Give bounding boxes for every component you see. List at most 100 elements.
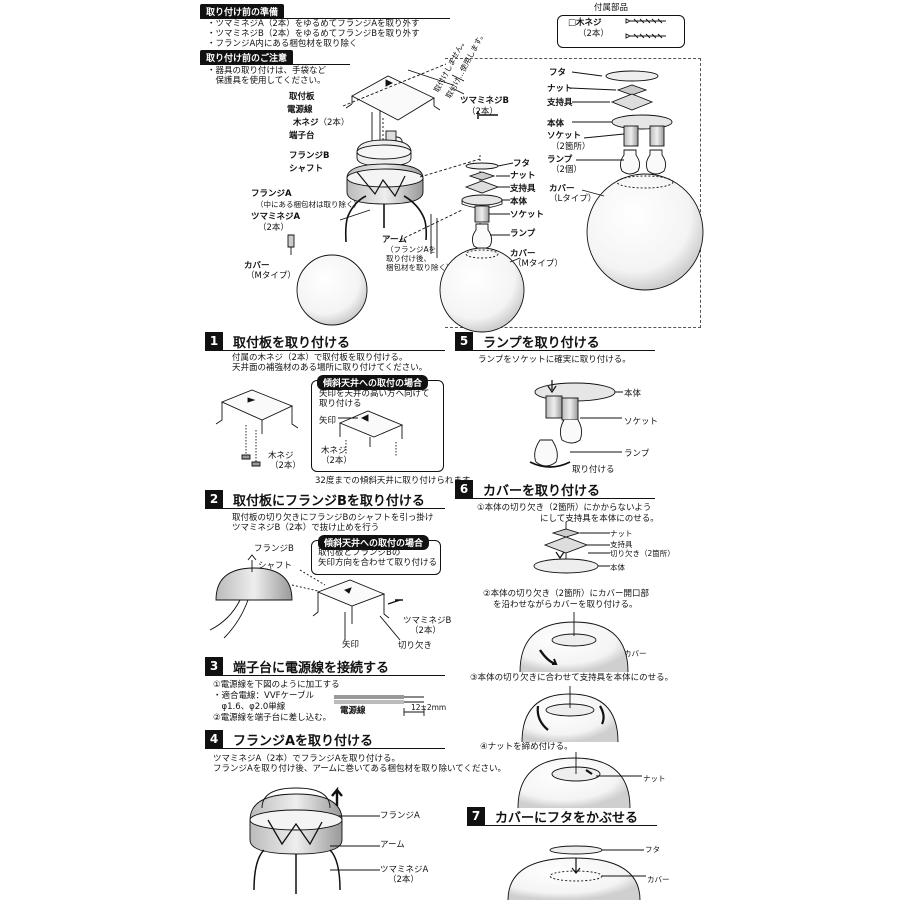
step-3-line-4: ②電源線を端子台に差し込む。 [213, 713, 332, 723]
label-flange-b: フランジB [289, 151, 330, 161]
arm-icon [344, 195, 428, 243]
cover-l-globe-icon [586, 173, 704, 291]
step-6-cover-icon-1 [519, 612, 629, 673]
caution-rule [200, 64, 350, 65]
label-power-cable: 電源線 [287, 105, 313, 115]
m-label-nut: ナット [510, 171, 536, 181]
step-2-slope-header: 傾斜天井への取付の場合 [318, 535, 430, 550]
step-2-arrow-label: 矢印 [342, 640, 360, 650]
step-3-line-3: φ1.6、φ2.0単線 [213, 702, 286, 712]
step-1-plate-icon [215, 389, 299, 467]
step-2-slope-line-1: 取付板とフランジBの [318, 548, 401, 558]
label-knob-b: ツマミネジB [460, 96, 509, 106]
step-3-cable-icon [334, 695, 425, 716]
label-arm-note-1: （フランジAを [386, 245, 437, 254]
step-1-arrow-label: 矢印 [319, 416, 337, 426]
step-3-rule [205, 675, 445, 676]
step-1-wood-screw-left: 木ネジ [268, 451, 294, 461]
m-lid-icon [465, 162, 499, 170]
parts-title: 付属部品 [594, 3, 629, 13]
step-6-cover-icon-2 [521, 686, 619, 743]
l-support-icon [610, 93, 654, 111]
l-label-body: 本体 [547, 119, 565, 129]
m-label-lid: フタ [513, 159, 531, 169]
step-3-cable-label: 電源線 [340, 706, 366, 716]
label-wood-screw: 木ネジ（2本） [293, 118, 349, 129]
step-6-cover-icon-3 [517, 752, 642, 809]
wood-screw-icon [625, 18, 666, 39]
m-label-support: 支持具 [510, 184, 536, 194]
caution-header: 取り付け前のご注意 [200, 50, 294, 65]
step-1-heading: 1 取付板を取り付ける [205, 332, 350, 351]
step-4-heading: 4 フランジAを取り付ける [205, 730, 374, 749]
flange-a-icon [346, 163, 424, 205]
step-4-rule [205, 748, 445, 749]
step-1-number: 1 [205, 332, 223, 350]
step-2-title: 取付板にフランジBを取り付ける [233, 493, 425, 509]
label-arm-note-3: 梱包材を取り除く） [386, 263, 454, 272]
parts-qty: （2本） [578, 29, 609, 39]
label-shaft: シャフト [289, 164, 324, 174]
step-3-line-1: ①電源線を下図のように加工する [213, 680, 340, 690]
step-6-rule [455, 498, 655, 499]
step-2-slope-line-2: 矢印方向を合わせて取り付ける [318, 558, 438, 568]
step-7-rule [467, 825, 657, 826]
l-label-lamp-qty: （2個） [551, 165, 582, 175]
step-6-s2-line-1: ②本体の切り欠き（2箇所）にカバー開口部 [483, 589, 650, 599]
step-7-heading: 7 カバーにフタをかぶせる [467, 807, 638, 826]
step-4-knob-a-qty: （2本） [388, 875, 419, 885]
step-1-slope-line-2: 取り付ける [319, 399, 362, 409]
step-6-support-icon [533, 522, 610, 574]
step-1-slope-plate-icon [338, 410, 404, 456]
step-2-knob-b-label: ツマミネジB [403, 616, 452, 626]
prep-header: 取り付け前の準備 [200, 4, 285, 19]
step-4-knob-a-label: ツマミネジA [380, 865, 429, 875]
step-4-line-1: ツマミネジA（2本）でフランジAを取り付ける。 [213, 754, 401, 764]
step-1-slope-header: 傾斜天井への取付の場合 [317, 375, 429, 390]
prep-rule [200, 18, 450, 19]
step-6-s2-cover: カバー [624, 649, 647, 658]
step-7-cover: カバー [647, 875, 670, 884]
step-2-number: 2 [205, 490, 223, 508]
step-6-s3: ③本体の切り欠きに合わせて支持具を本体にのせる。 [470, 673, 674, 683]
step-3-strip-label: 12±2mm [411, 703, 447, 712]
m-nut-icon [468, 171, 496, 181]
step-5-number: 5 [455, 332, 473, 350]
caution-line-1: ・器具の取り付けは、手袋など [207, 66, 327, 76]
step-2-heading: 2 取付板にフランジBを取り付ける [205, 490, 425, 509]
step-6-s2-line-2: を沿わせながらカバーを取り付ける。 [493, 600, 638, 610]
m-label-lamp: ランプ [510, 229, 536, 239]
step-5-body-label: 本体 [624, 389, 642, 399]
step-1-wood-screw-label: 木ネジ [321, 446, 347, 456]
knob-b-step2-icon [387, 599, 403, 605]
label-wood-screw-text: 木ネジ [293, 118, 319, 128]
l-label-lid: フタ [549, 68, 567, 78]
step-2-shaft-label: シャフト [258, 561, 293, 571]
step-1-slope-line-1: 矢印を天井の高い方へ向けて [319, 389, 430, 399]
step-5-title: ランプを取り付ける [483, 335, 600, 351]
l-label-nut: ナット [547, 84, 573, 94]
step-7-number: 7 [467, 807, 485, 825]
step-2-line-1: 取付板の切り欠きにフランジBのシャフトを引っ掛け [232, 513, 434, 523]
step-7-lid: フタ [645, 845, 660, 854]
step-2-notch-label: 切り欠き [398, 641, 433, 651]
step-1-rule [205, 350, 445, 351]
step-5-line: ランプをソケットに確実に取り付ける。 [478, 355, 631, 365]
step-3-heading: 3 端子台に電源線を接続する [205, 657, 389, 676]
l-nut-icon [616, 84, 648, 96]
leader [339, 209, 371, 221]
l-label-cover: カバー [549, 184, 575, 194]
label-arm-note-2: 取り付け後、 [386, 254, 431, 263]
label-knob-a: ツマミネジA [251, 212, 301, 222]
step-2-plate-icon [312, 579, 390, 624]
step-4-arm-label: アーム [380, 840, 405, 850]
step-4-title: フランジAを取り付ける [233, 733, 374, 749]
l-lamp-icon [619, 149, 667, 175]
label-knob-a-qty: （2本） [258, 223, 289, 233]
step-6-s1-line-2: にして支持具を本体にのせる。 [540, 514, 659, 524]
step-6-s1-nut: ナット [610, 529, 633, 538]
step-6-number: 6 [455, 480, 473, 498]
label-knob-b-qty: （2本） [467, 107, 498, 117]
step-1-wood-screw-qty: （2本） [321, 456, 352, 466]
